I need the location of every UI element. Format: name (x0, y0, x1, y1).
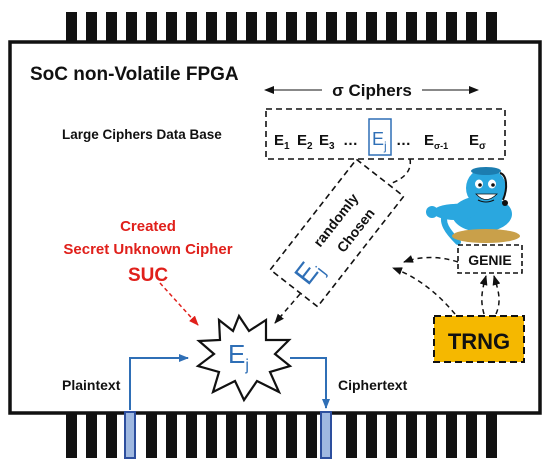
central-cipher: Ej (228, 339, 249, 374)
plaintext-path (129, 354, 189, 410)
cipher-es: Eσ (469, 132, 486, 152)
genie-illustration (426, 167, 520, 245)
selection-connector (391, 158, 412, 184)
genie-label: GENIE (468, 252, 512, 268)
genie-to-random-arrow (403, 255, 459, 263)
trng-to-genie-arrow (479, 275, 488, 315)
suc-note-line3: SUC (128, 265, 168, 286)
ciphertext-path (290, 357, 330, 409)
ellipsis-left: … (343, 132, 358, 149)
cipher-e2: E2 (297, 132, 313, 152)
ellipsis-right: … (396, 132, 411, 149)
ciphertext-label: Ciphertext (338, 377, 408, 393)
chosen-to-cipher-arrow (274, 293, 301, 324)
trng-box (433, 315, 525, 363)
chip-pins-bottom (66, 412, 497, 458)
cipher-esm1: Eσ-1 (424, 132, 448, 151)
database-label: Large Ciphers Data Base (62, 127, 222, 142)
suc-arrow (159, 282, 199, 326)
chip-title: SoC non-Volatile FPGA (30, 64, 239, 85)
chip-pins-top (66, 12, 497, 42)
cipher-e3: E3 (319, 132, 335, 152)
cipher-database-box (265, 108, 506, 160)
selected-cipher: Ej (372, 129, 387, 153)
trng-to-random-arrow (392, 267, 456, 315)
cipher-list: E1 E2 E3 … Eσ-1 … Eσ (274, 132, 486, 152)
trng-to-genie-arrow-2 (492, 275, 501, 315)
plaintext-label: Plaintext (62, 377, 121, 393)
cipher-burst (195, 313, 293, 403)
suc-note-line1: Created (120, 218, 176, 235)
sigma-ciphers-label: σ Ciphers (332, 81, 412, 100)
plaintext-pin (124, 411, 136, 459)
ciphertext-pin (320, 411, 332, 459)
cipher-e1: E1 (274, 132, 290, 152)
random-choice-group: Ej randomly Chosen (269, 158, 405, 308)
selected-cipher-box (368, 118, 392, 156)
suc-note-line2: Secret Unknown Cipher (63, 241, 232, 258)
genie-box (457, 244, 523, 274)
trng-label: TRNG (448, 329, 510, 354)
